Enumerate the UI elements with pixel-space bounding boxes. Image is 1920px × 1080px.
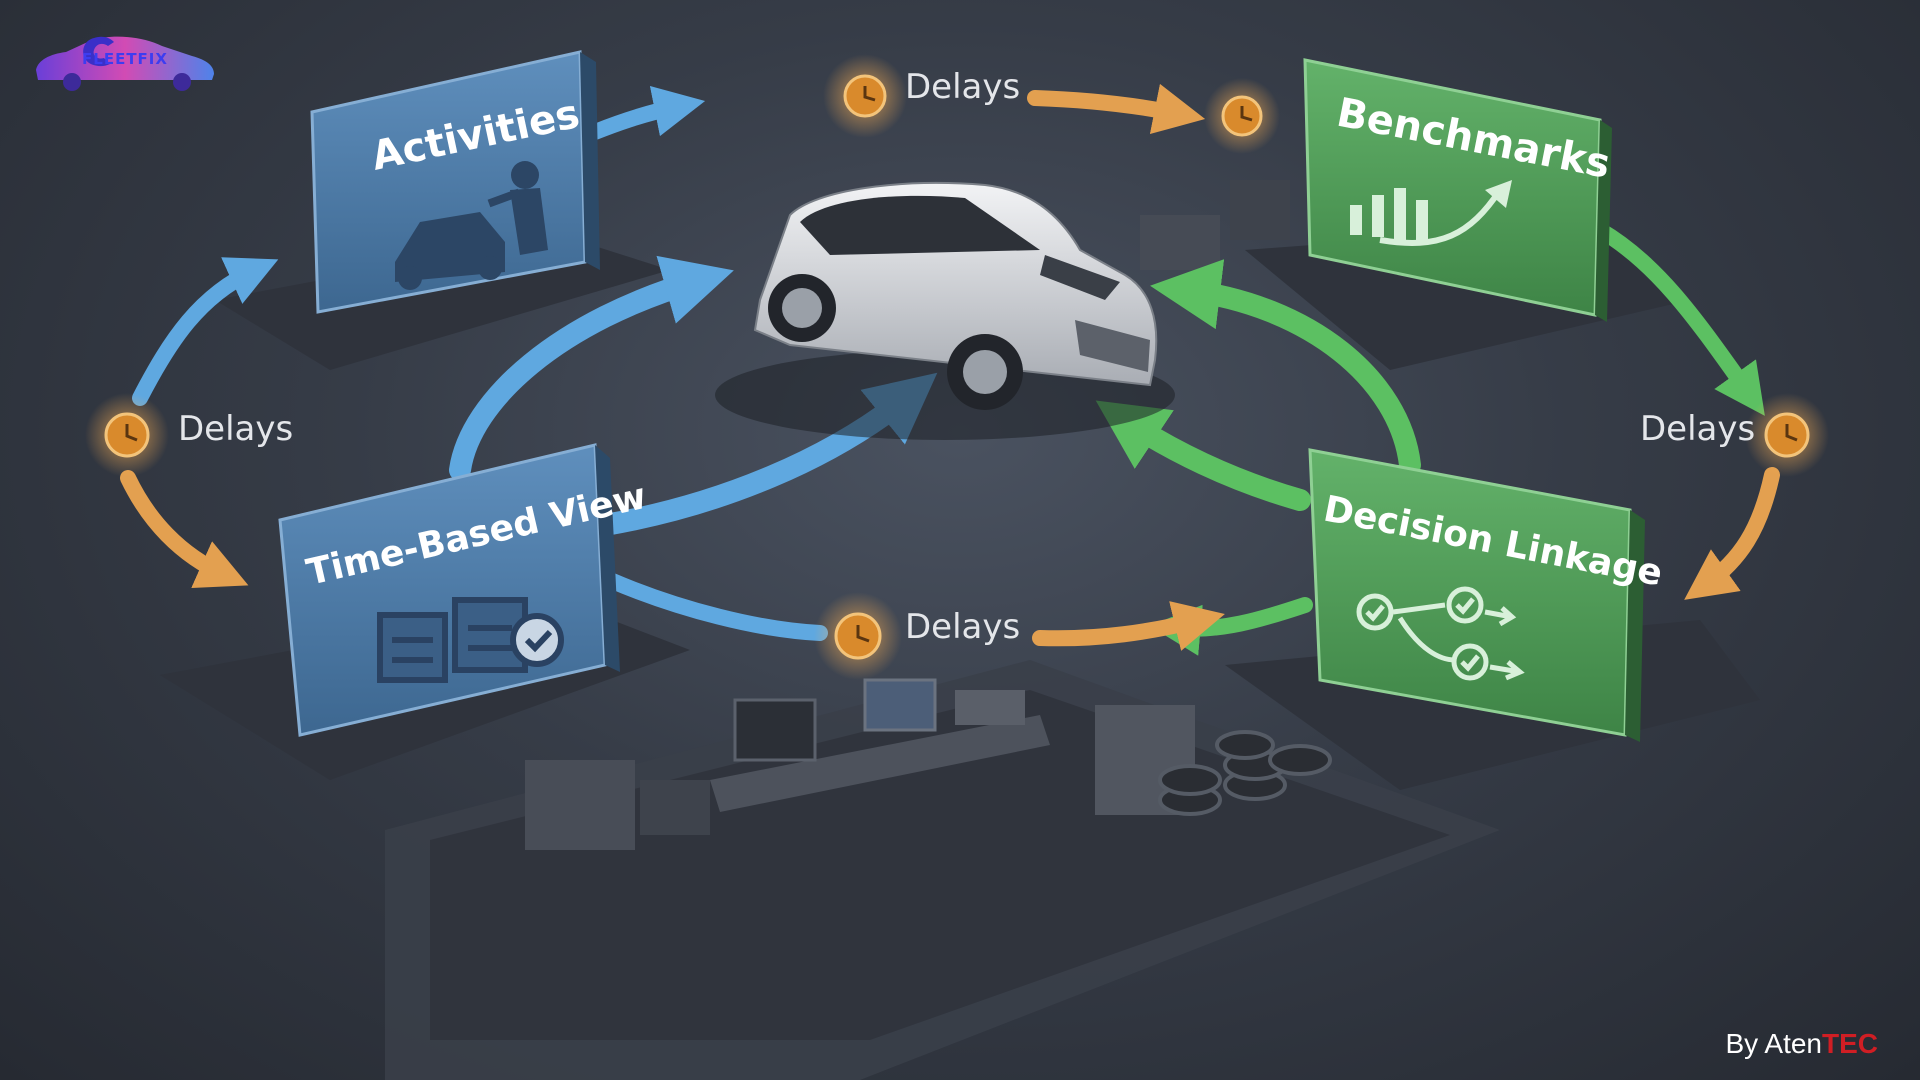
delay-marker-right: Delays — [1640, 393, 1829, 477]
workshop-equipment — [525, 180, 1332, 850]
mechanic-repair-icon — [395, 161, 548, 290]
inner-arrow-timeview-up — [449, 255, 734, 481]
car-icon — [715, 182, 1175, 440]
arrow-delay-top-to-benchmarks — [1027, 83, 1206, 135]
flow-check-icon — [1356, 586, 1525, 681]
byline-brand: TEC — [1822, 1028, 1878, 1059]
arrow-benchmarks-to-delay-right — [1592, 222, 1765, 416]
wrench-logo-icon — [83, 36, 114, 67]
delay-right-label: Delays — [1640, 409, 1755, 449]
tire-stack — [1158, 730, 1332, 816]
panel-time-based-view: Time-Based View — [278, 443, 650, 737]
outer-cycle-arrows — [120, 83, 1780, 656]
arrow-delay-left-to-timeview — [120, 470, 249, 588]
panel-decision-linkage: Decision Linkage — [1308, 448, 1666, 742]
arrow-timeview-to-delay-bottom — [602, 572, 828, 641]
delay-bottom-label: Delays — [905, 607, 1020, 647]
car-logo-icon — [36, 36, 214, 80]
fleetfix-logo — [36, 36, 214, 91]
delay-marker-top: Delays — [823, 54, 1020, 138]
delay-marker-top-right — [1204, 78, 1280, 154]
bar-chart-trend-icon — [1350, 180, 1512, 246]
panel-benchmarks: Benchmarks — [1303, 58, 1614, 322]
arrow-delay-left-to-activities — [132, 257, 279, 406]
arrow-delay-right-to-linkage — [1684, 467, 1780, 600]
delay-marker-bottom: Delays — [814, 592, 1020, 680]
arrow-activities-to-delay-top — [587, 85, 706, 140]
delay-left-label: Delays — [178, 409, 293, 449]
delay-top-label: Delays — [905, 67, 1020, 107]
logo-text: FLEETFIX — [82, 50, 168, 68]
byline-prefix: By Aten — [1725, 1028, 1822, 1059]
byline: By AtenTEC — [1725, 1028, 1878, 1060]
calendar-clock-icon — [377, 597, 564, 683]
inner-arrow-linkage-to-car — [1095, 400, 1311, 511]
inner-arrow-linkage-up — [1150, 259, 1421, 476]
arrow-delay-bottom-to-linkage — [1032, 601, 1225, 651]
panel-activities: Activities — [310, 50, 600, 314]
delay-marker-left: Delays — [85, 393, 293, 477]
